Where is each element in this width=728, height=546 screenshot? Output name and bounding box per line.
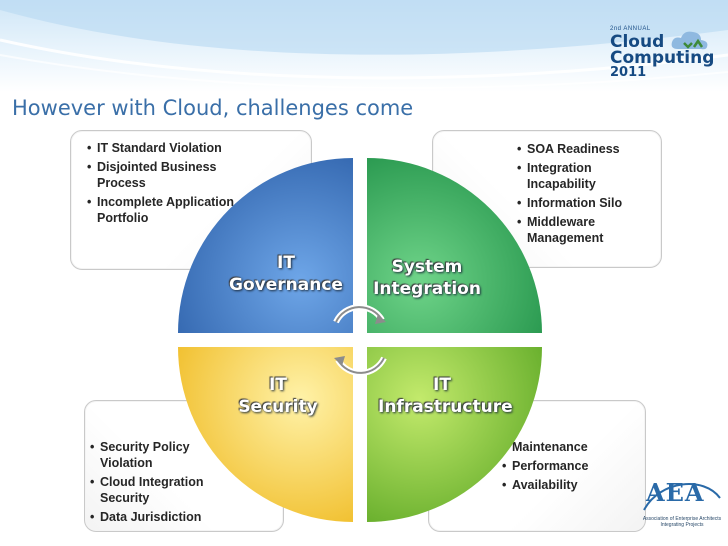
- quadrant-circle: [178, 158, 542, 522]
- label-line: Governance: [229, 275, 343, 295]
- list-item: Cloud Integration Security: [90, 474, 240, 506]
- cloud-computing-logo: 2nd ANNUAL Cloud Computing 2011: [606, 26, 718, 82]
- label-it-infrastructure: IT Infrastructure: [378, 374, 513, 418]
- bottom-right-list: Maintenance Performance Availability: [502, 439, 632, 496]
- aea-tagline: Integrating Projects: [660, 522, 704, 528]
- list-item: Information Silo: [517, 195, 647, 211]
- aea-letters: AEA: [646, 478, 705, 507]
- label-line: IT: [433, 375, 451, 395]
- label-it-governance: IT Governance: [226, 252, 346, 296]
- label-line: IT: [277, 253, 295, 273]
- label-it-security: IT Security: [228, 374, 328, 418]
- list-item: Availability: [502, 477, 632, 493]
- aea-caption: Association of Enterprise Architects Int…: [642, 516, 722, 528]
- logo-small-text: 2nd ANNUAL: [610, 26, 651, 32]
- logo-line-1: Cloud: [610, 32, 665, 52]
- label-line: Infrastructure: [378, 397, 513, 417]
- banner-swoosh: [0, 0, 728, 89]
- label-system-integration: System Integration: [372, 256, 482, 300]
- logo-line-3: 2011: [610, 65, 647, 80]
- quadrant-it-infrastructure: [367, 347, 542, 522]
- cloud-icon: [671, 31, 708, 50]
- slide-title: However with Cloud, challenges come: [12, 96, 414, 120]
- label-line: Security: [238, 397, 318, 417]
- header-banner: [0, 0, 728, 92]
- aea-name: Association of Enterprise Architects: [642, 516, 722, 522]
- list-item: Disjointed Business Process: [87, 159, 237, 191]
- cycle-arrows-icon: [333, 304, 387, 376]
- aea-logo: AEA Association of Enterprise Architects…: [640, 476, 724, 538]
- list-item: IT Standard Violation: [87, 140, 237, 156]
- label-line: System: [391, 257, 463, 277]
- quadrant-system-integration: [367, 158, 542, 333]
- top-left-list: IT Standard Violation Disjointed Busines…: [87, 140, 237, 229]
- list-item: SOA Readiness: [517, 141, 647, 157]
- quadrant-it-security: [178, 347, 353, 522]
- logo-line-2: Computing: [610, 48, 715, 68]
- list-item: Middleware Management: [517, 214, 647, 246]
- list-item: Performance: [502, 458, 632, 474]
- list-item: Data Jurisdiction: [90, 509, 240, 525]
- aea-swoosh-icon: [643, 483, 721, 511]
- quadrant-it-governance: [178, 158, 353, 333]
- top-right-list: SOA Readiness Integration Incapability I…: [517, 141, 647, 249]
- label-line: IT: [269, 375, 287, 395]
- list-item: Security Policy Violation: [90, 439, 240, 471]
- label-line: Integration: [373, 279, 481, 299]
- bottom-left-list: Security Policy Violation Cloud Integrat…: [90, 439, 240, 528]
- list-item: Incomplete Application Portfolio: [87, 194, 237, 226]
- list-item: Integration Incapability: [517, 160, 647, 192]
